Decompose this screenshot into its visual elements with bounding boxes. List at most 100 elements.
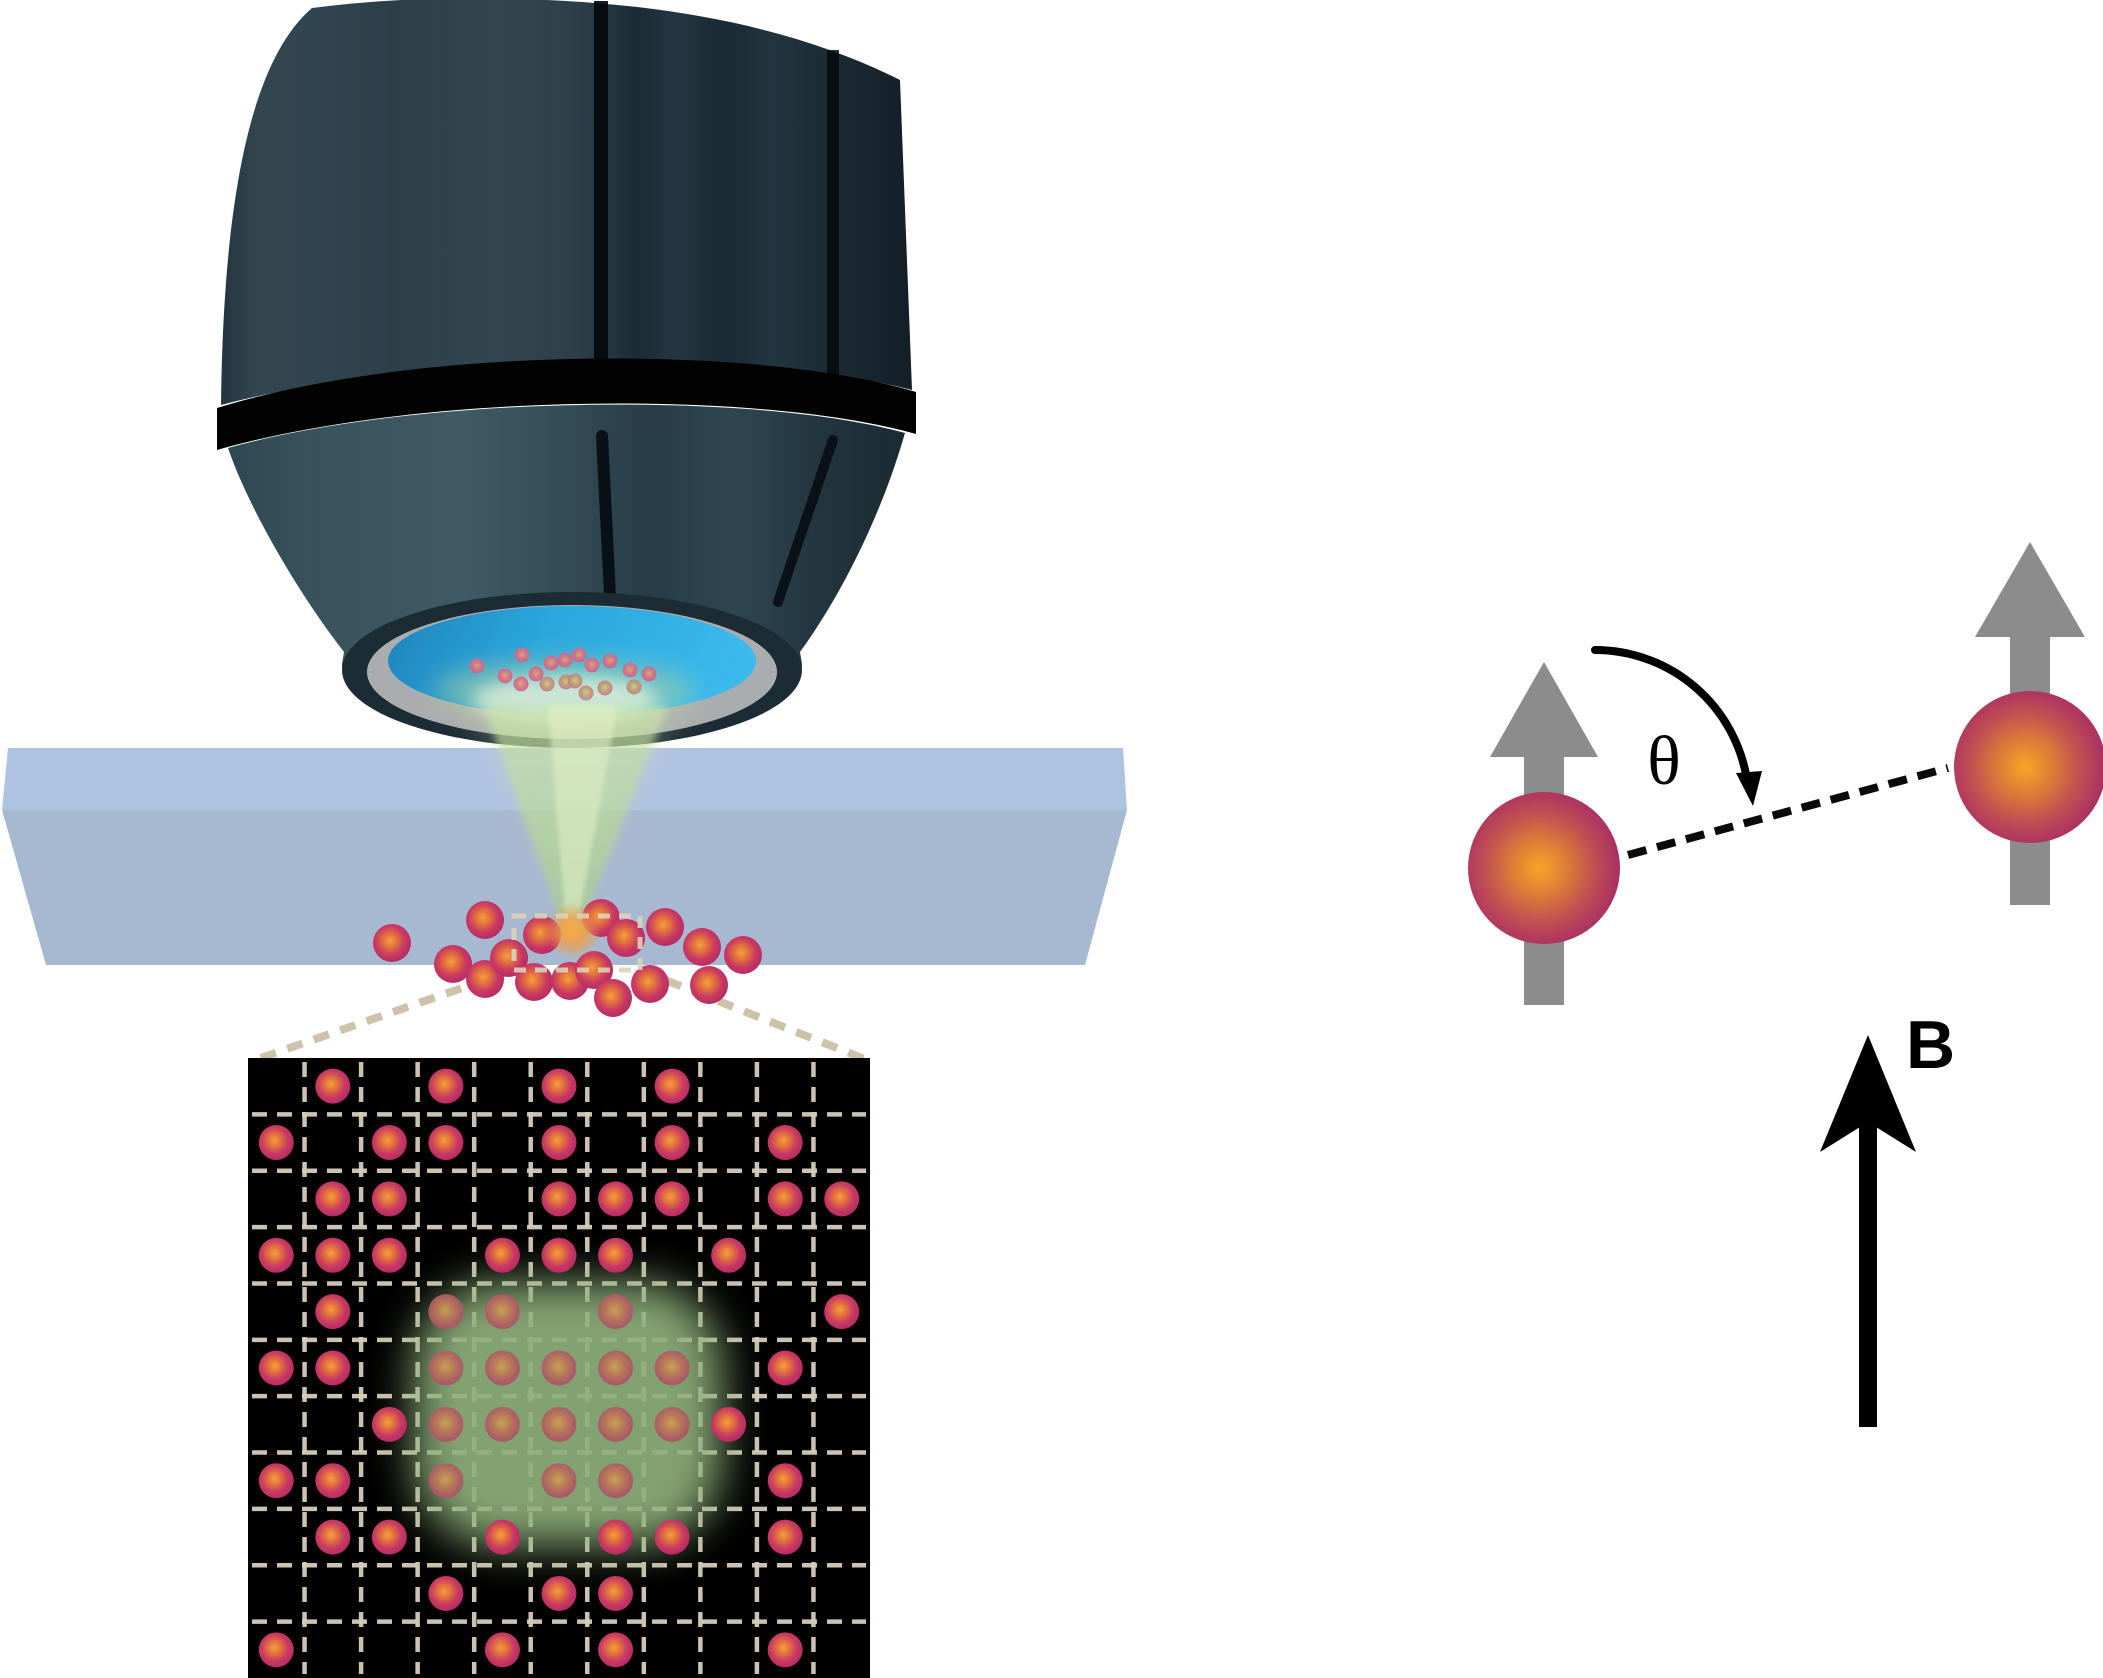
lattice-atom bbox=[541, 1575, 577, 1611]
lens-dot bbox=[622, 662, 638, 678]
lattice-atom bbox=[428, 1406, 464, 1442]
lattice-atom bbox=[654, 1068, 690, 1104]
lattice-atom bbox=[484, 1350, 520, 1386]
objective-seam-right bbox=[827, 50, 839, 392]
cloud-atom bbox=[724, 936, 762, 974]
lattice-atom bbox=[767, 1632, 803, 1668]
zoom-fan-line bbox=[638, 966, 869, 1064]
b-arrow-shaft bbox=[1859, 1120, 1877, 1427]
lattice-atom bbox=[484, 1406, 520, 1442]
lattice-atom bbox=[258, 1632, 294, 1668]
lattice-atom bbox=[598, 1519, 634, 1555]
lattice-atom bbox=[541, 1125, 577, 1161]
lattice-atom bbox=[258, 1350, 294, 1386]
spin-atom-sphere bbox=[1468, 792, 1620, 944]
lattice-atom bbox=[484, 1632, 520, 1668]
laser-beam bbox=[460, 702, 692, 928]
lattice-atom bbox=[315, 1519, 351, 1555]
cloud-atom bbox=[646, 908, 684, 946]
lens-dot bbox=[528, 666, 544, 682]
spin-pair-panel bbox=[1468, 542, 2103, 1005]
lens-dot bbox=[513, 676, 529, 692]
magnetic-field-arrow bbox=[1820, 1035, 1916, 1427]
lens-dot bbox=[602, 653, 618, 669]
lattice-atom bbox=[598, 1350, 634, 1386]
lattice-atom bbox=[258, 1125, 294, 1161]
cloud-atom bbox=[575, 951, 613, 989]
lens-dot bbox=[514, 647, 530, 663]
lattice-atom bbox=[428, 1125, 464, 1161]
lattice-atom bbox=[824, 1181, 860, 1217]
lattice-atom bbox=[541, 1068, 577, 1104]
lattice-atom bbox=[654, 1181, 690, 1217]
lens-dot bbox=[469, 658, 485, 674]
lattice-atom bbox=[541, 1350, 577, 1386]
lattice-atom bbox=[315, 1181, 351, 1217]
lattice-atom bbox=[258, 1463, 294, 1499]
lattice-atom bbox=[767, 1519, 803, 1555]
lattice-atom bbox=[484, 1519, 520, 1555]
lattice-atom bbox=[315, 1237, 351, 1273]
lattice-atom bbox=[824, 1294, 860, 1330]
objective-body bbox=[221, 0, 912, 405]
lens-dot bbox=[578, 685, 594, 701]
cloud-atom bbox=[594, 979, 632, 1017]
lens-dot bbox=[626, 679, 642, 695]
lattice-atom bbox=[711, 1406, 747, 1442]
zoom-rect bbox=[511, 913, 643, 973]
lattice-atom bbox=[258, 1237, 294, 1273]
cone-seam-right bbox=[773, 435, 838, 607]
cloud-atom bbox=[466, 901, 504, 939]
lattice-atom bbox=[371, 1519, 407, 1555]
angle-arc-head bbox=[1736, 771, 1762, 806]
lattice-atom bbox=[428, 1068, 464, 1104]
cloud-atom bbox=[607, 919, 645, 957]
lattice-atom bbox=[541, 1406, 577, 1442]
lattice-atom bbox=[371, 1181, 407, 1217]
lattice-atom bbox=[598, 1406, 634, 1442]
lattice-atom bbox=[428, 1575, 464, 1611]
cloud-atom bbox=[434, 945, 472, 983]
theta-label: θ bbox=[1647, 723, 1681, 800]
lens-dot bbox=[571, 647, 587, 663]
lattice-atom bbox=[371, 1237, 407, 1273]
zoom-fan-line bbox=[253, 966, 516, 1064]
lattice-atom bbox=[598, 1181, 634, 1217]
lattice-atom bbox=[598, 1294, 634, 1330]
lattice-atom bbox=[598, 1237, 634, 1273]
lens-dot bbox=[641, 666, 657, 682]
lattice-atom bbox=[598, 1632, 634, 1668]
cone-seam-left bbox=[596, 430, 616, 602]
lattice-atom bbox=[654, 1519, 690, 1555]
zoom-region bbox=[511, 913, 643, 973]
lens-dot bbox=[597, 680, 613, 696]
lattice-atom bbox=[428, 1463, 464, 1499]
beam-focus-glow bbox=[545, 903, 601, 959]
separation-dashed-line bbox=[1626, 764, 1950, 859]
lattice-atom bbox=[428, 1294, 464, 1330]
lens-dot bbox=[497, 668, 513, 684]
lattice-atom bbox=[484, 1294, 520, 1330]
cloud-atom bbox=[373, 924, 411, 962]
lattice-atom bbox=[711, 1237, 747, 1273]
lens-dot bbox=[567, 673, 583, 689]
lattice-atom bbox=[371, 1125, 407, 1161]
beam-core bbox=[548, 706, 618, 926]
lattice-atom bbox=[371, 1406, 407, 1442]
lattice-atom bbox=[428, 1350, 464, 1386]
b-field-label: B bbox=[1906, 1007, 1955, 1083]
lens-dot bbox=[584, 657, 600, 673]
cloud-atom bbox=[683, 928, 721, 966]
lattice-atoms bbox=[258, 1068, 860, 1668]
lens-dot bbox=[543, 655, 559, 671]
lens-dot bbox=[557, 652, 573, 668]
cloud-atom bbox=[690, 966, 728, 1004]
lattice-atom bbox=[315, 1068, 351, 1104]
angle-annotation bbox=[1591, 646, 1950, 859]
lattice-atom bbox=[315, 1294, 351, 1330]
b-arrow-head bbox=[1820, 1035, 1916, 1152]
lattice-atom bbox=[654, 1125, 690, 1161]
objective-seam-left bbox=[594, 1, 608, 367]
lattice-atom bbox=[767, 1463, 803, 1499]
lattice-inset bbox=[248, 1058, 870, 1678]
